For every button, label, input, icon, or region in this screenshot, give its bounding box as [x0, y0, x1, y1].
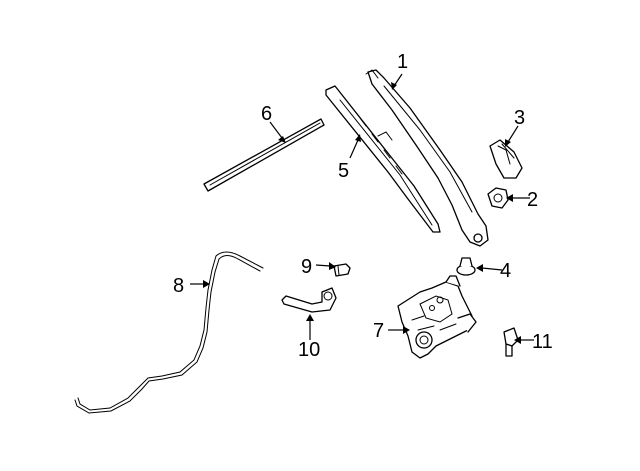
- part-5-wiper-blade[interactable]: [325, 85, 441, 233]
- part-8-washer-hose[interactable]: [74, 251, 264, 414]
- callout-8: 8: [173, 275, 184, 297]
- leader-lines: [190, 73, 534, 344]
- part-6-blade-insert[interactable]: [203, 118, 325, 192]
- part-7-wiper-motor[interactable]: [397, 275, 477, 359]
- callout-11: 11: [532, 331, 553, 353]
- part-2-nut[interactable]: [487, 187, 509, 209]
- callout-10: 10: [298, 339, 320, 361]
- part-1-wiper-arm[interactable]: [365, 69, 489, 247]
- callout-numbers: 1 2 3 4 5 6 7 8 9 10 11: [173, 51, 553, 361]
- part-11-connector[interactable]: [503, 327, 519, 357]
- part-9-nozzle[interactable]: [333, 263, 351, 277]
- callout-1: 1: [397, 51, 408, 73]
- part-4-grommet[interactable]: [456, 257, 476, 276]
- callout-4: 4: [500, 260, 511, 282]
- callout-6: 6: [261, 103, 272, 125]
- callout-2: 2: [527, 189, 538, 211]
- part-3-cover-cap[interactable]: [489, 139, 523, 179]
- callout-7: 7: [373, 320, 384, 342]
- callout-3: 3: [514, 107, 525, 129]
- part-10-hose-connector[interactable]: [281, 287, 337, 313]
- callout-9: 9: [301, 256, 312, 278]
- callout-5: 5: [338, 160, 349, 182]
